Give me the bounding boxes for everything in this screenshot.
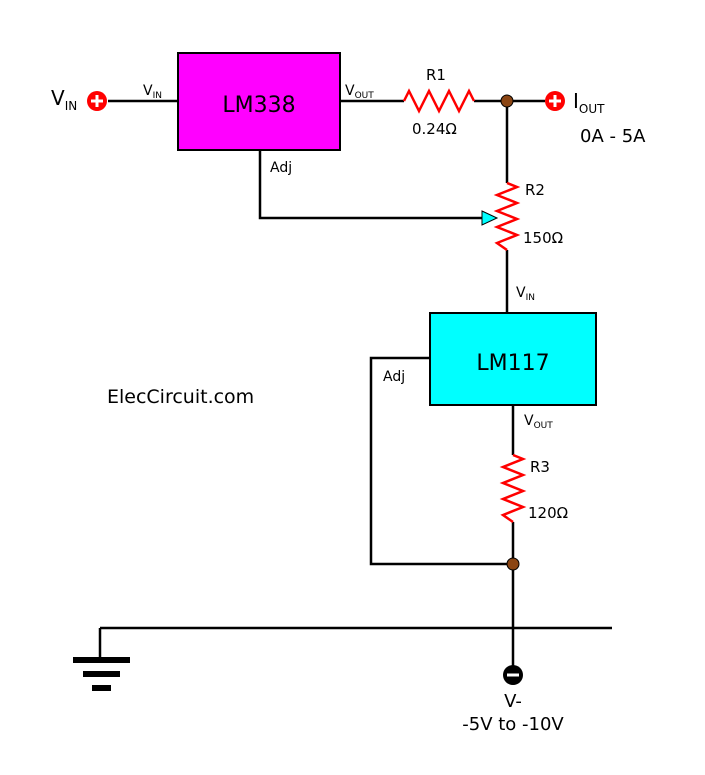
junction-node-bottom [506,557,520,571]
r3-value: 120Ω [528,504,568,522]
ground-bar-3 [92,685,111,691]
resistor-r1: R1 0.24Ω [402,66,476,138]
r2-value: 150Ω [523,229,563,247]
r2-name: R2 [525,181,545,199]
terminal-iout: IOUT 0A - 5A [545,89,646,147]
lm117-chip: LM117 VIN VOUT Adj [383,285,597,431]
vneg-range: -5V to -10V [462,714,564,735]
r1-name: R1 [426,66,446,84]
r1-value: 0.24Ω [412,120,457,138]
lm117-pin-out: VOUT [524,413,553,431]
resistor-r3: R3 120Ω [499,453,568,524]
vin-label: VIN [51,86,77,113]
wire-adj-wiper [258,150,482,220]
r1-zigzag [402,88,476,114]
terminal-vneg: V- -5V to -10V [462,665,564,735]
lm338-name: LM338 [222,93,295,118]
iout-range: 0A - 5A [580,126,646,147]
lm117-name: LM117 [476,351,549,376]
r2-zigzag [493,181,521,252]
junction-node-top [500,94,514,108]
ground-symbol [73,657,130,691]
ground-bar-1 [73,657,130,663]
r3-zigzag [499,453,527,524]
vneg-label: V- [504,691,522,712]
resistor-r2: R2 150Ω [481,181,563,252]
lm117-body [429,312,597,406]
lm338-pin-out: VOUT [345,83,374,101]
watermark-text: ElecCircuit.com [107,386,254,408]
lm338-pin-adj: Adj [270,160,292,176]
lm338-body [177,52,341,151]
ground-bar-2 [83,671,120,677]
wire-lm117-adj [369,356,513,566]
lm338-pin-in: VIN [143,83,162,101]
lm338-chip: LM338 VIN VOUT Adj [143,52,374,176]
r2-wiper-arrow [481,210,499,226]
lm117-pin-adj: Adj [383,369,405,385]
wires [98,99,612,675]
lm117-pin-in: VIN [516,285,535,303]
r3-name: R3 [530,458,550,476]
iout-label: IOUT [573,89,605,116]
terminal-vin: VIN [51,86,107,113]
